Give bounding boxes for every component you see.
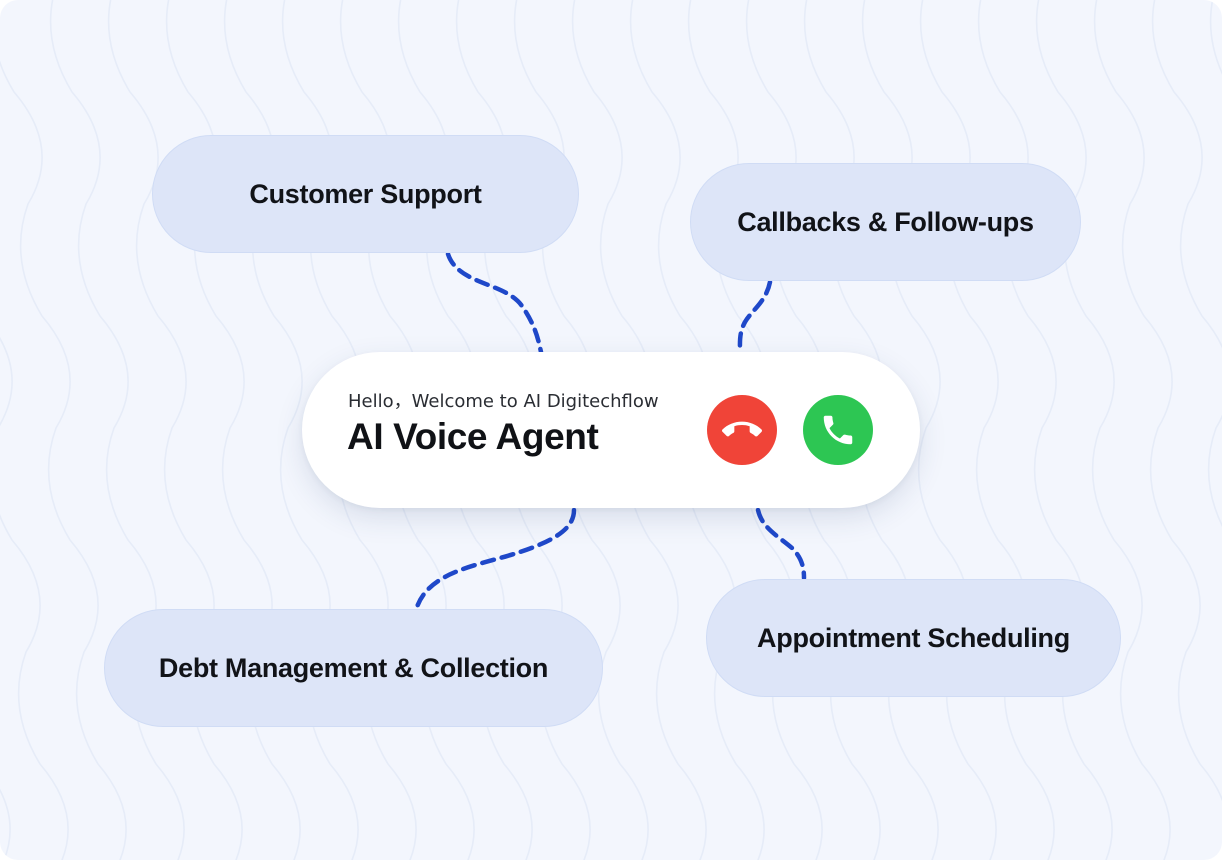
accept-call-button[interactable]: [803, 395, 873, 465]
feature-label-customer-support: Customer Support: [249, 178, 482, 209]
agent-title: AI Voice Agent: [347, 416, 599, 457]
incoming-call-card: Hello，Welcome to AI Digitechflow AI Voic…: [302, 352, 920, 508]
phone-answer-icon: [823, 415, 853, 445]
call-greeting: Hello，Welcome to AI Digitechflow: [348, 391, 659, 412]
feature-label-appointment-scheduling: Appointment Scheduling: [757, 622, 1070, 653]
decline-call-button[interactable]: [707, 395, 777, 465]
phone-hangup-icon: [722, 421, 762, 437]
feature-label-callbacks: Callbacks & Follow-ups: [737, 206, 1034, 237]
feature-pill-debt-management[interactable]: Debt Management & Collection: [104, 609, 603, 727]
feature-label-debt-management: Debt Management & Collection: [158, 652, 549, 683]
feature-pill-appointment-scheduling[interactable]: Appointment Scheduling: [706, 579, 1121, 697]
feature-pill-customer-support[interactable]: Customer Support: [152, 135, 579, 253]
feature-pill-callbacks[interactable]: Callbacks & Follow-ups: [690, 163, 1081, 281]
